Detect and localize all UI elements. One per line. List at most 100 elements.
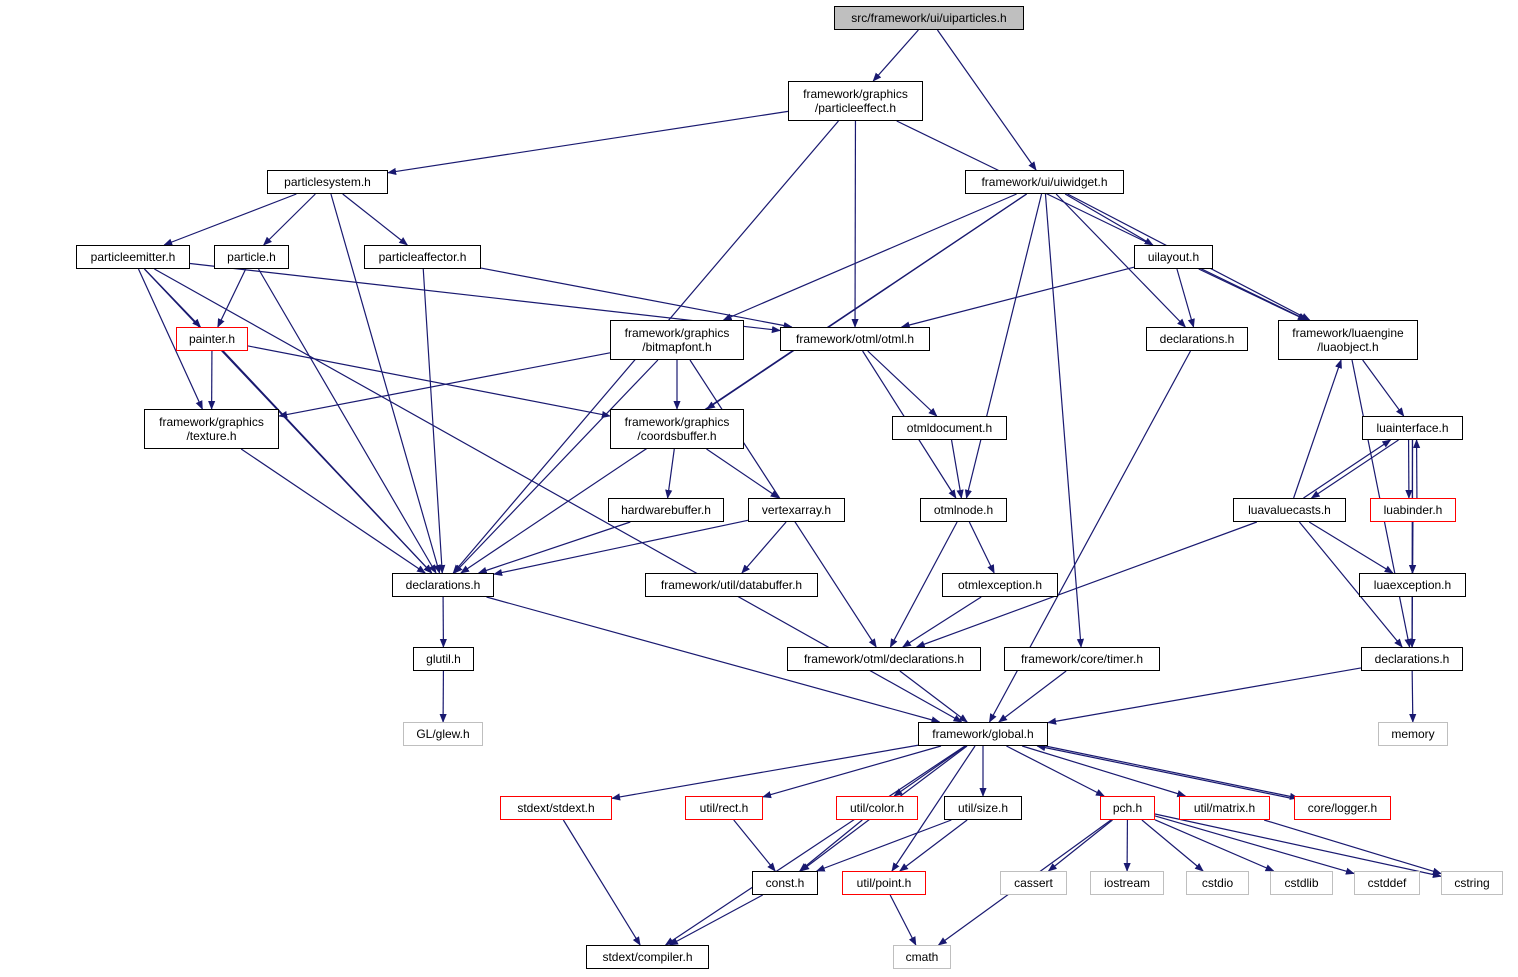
node-otmlnode[interactable]: otmlnode.h [920,498,1007,522]
edge-particle-to-painter [217,268,247,328]
edge-particle-to-declarations-gfx [257,268,437,574]
edge-particlesystem-to-particleemitter [163,193,297,246]
edge-size-to-const [815,819,952,872]
edge-particleaffector-to-otml [480,267,793,330]
node-size[interactable]: util/size.h [944,796,1022,820]
node-declarations-ui[interactable]: declarations.h [1146,327,1248,351]
edge-luainterface-to-luavaluecasts [1310,439,1399,499]
node-uiparticles: src/framework/ui/uiparticles.h [834,6,1024,30]
node-particleeffect[interactable]: framework/graphics /particleeffect.h [788,81,923,121]
node-uilayout[interactable]: uilayout.h [1134,245,1213,269]
node-particlesystem[interactable]: particlesystem.h [267,170,388,194]
edge-global-to-matrix [1021,745,1187,798]
edge-uiwidget-to-otmlnode [964,193,1043,499]
node-cstddef: cstddef [1354,871,1420,895]
edge-uilayout-to-luaobject [1198,268,1307,321]
edge-particleemitter-to-global [154,268,963,723]
node-compiler[interactable]: stdext/compiler.h [586,945,709,969]
edge-painter-to-coordsbuffer [247,345,611,419]
node-matrix[interactable]: util/matrix.h [1179,796,1270,820]
node-otml-declarations[interactable]: framework/otml/declarations.h [787,647,981,671]
node-otmldocument[interactable]: otmldocument.h [892,416,1007,440]
node-otml[interactable]: framework/otml/otml.h [780,327,930,351]
edge-particleeffect-to-luaobject [896,120,1308,321]
node-particleemitter[interactable]: particleemitter.h [76,245,190,269]
node-memory: memory [1378,722,1448,746]
node-pch[interactable]: pch.h [1100,796,1155,820]
node-particleaffector[interactable]: particleaffector.h [364,245,481,269]
edge-luavaluecasts-to-luainterface [1303,439,1392,499]
node-declarations-gfx[interactable]: declarations.h [392,573,494,597]
node-luabinder[interactable]: luabinder.h [1370,498,1456,522]
edge-global-to-compiler [664,745,966,946]
edge-otmlnode-to-otmlexception [968,521,995,574]
node-coordsbuffer[interactable]: framework/graphics /coordsbuffer.h [610,409,744,449]
node-otmlexception[interactable]: otmlexception.h [942,573,1058,597]
node-hardwarebuffer[interactable]: hardwarebuffer.h [608,498,724,522]
node-luainterface[interactable]: luainterface.h [1362,416,1463,440]
edge-luaobject-to-luainterface [1362,359,1405,417]
edge-pch-to-cstddef [1154,815,1355,875]
edge-global-to-stdext [611,744,919,801]
node-stdext[interactable]: stdext/stdext.h [500,796,612,820]
edge-painter-to-declarations-gfx [222,350,433,574]
edge-otmlexception-to-otml-declarations [902,596,982,648]
edge-global-to-point [891,745,976,872]
edge-declarations-gfx-to-global [486,596,941,724]
edge-particleeffect-to-particlesystem [387,110,789,176]
node-point[interactable]: util/point.h [842,871,926,895]
edge-otml-to-otmldocument [867,350,938,417]
edge-timer-to-global [998,670,1067,723]
edge-uiwidget-to-declarations-ui [1055,193,1186,328]
edge-uiwidget-to-bitmapfont [722,193,1017,321]
edge-size-to-point [899,819,968,872]
edge-uiwidget-to-uilayout [1064,193,1154,246]
node-painter[interactable]: painter.h [176,327,248,351]
node-cassert: cassert [1000,871,1067,895]
node-luaexception[interactable]: luaexception.h [1359,573,1466,597]
edge-const-to-compiler [669,894,763,946]
edge-particleaffector-to-declarations-gfx [422,268,446,574]
edge-otml-declarations-to-global [899,670,968,723]
edge-global-to-rect [762,745,942,799]
edge-pch-to-cstring [1154,813,1442,879]
edge-pch-to-cassert [1047,819,1113,872]
edge-declarations-lua-to-memory [1409,670,1417,723]
edge-uiwidget-to-declarations-gfx [460,193,1027,574]
node-luavaluecasts[interactable]: luavaluecasts.h [1233,498,1346,522]
node-rect[interactable]: util/rect.h [685,796,763,820]
edge-luavaluecasts-to-otml-declarations [915,521,1258,648]
edge-matrix-to-cstring [1263,819,1442,875]
node-databuffer[interactable]: framework/util/databuffer.h [645,573,818,597]
edge-vertexarray-to-databuffer [741,521,787,574]
node-bitmapfont[interactable]: framework/graphics /bitmapfont.h [610,320,744,360]
edge-hardwarebuffer-to-declarations-gfx [477,521,631,574]
edge-luavaluecasts-to-luaexception [1308,521,1394,574]
node-particle[interactable]: particle.h [214,245,289,269]
edge-pch-to-cstdio [1141,819,1204,872]
node-luaobject[interactable]: framework/luaengine /luaobject.h [1278,320,1418,360]
node-glutil[interactable]: glutil.h [413,647,474,671]
node-logger[interactable]: core/logger.h [1294,796,1391,820]
edge-global-to-logger [1045,745,1299,800]
edge-uilayout-to-otml [900,266,1135,329]
node-const[interactable]: const.h [752,871,818,895]
node-cstdlib: cstdlib [1270,871,1333,895]
node-texture[interactable]: framework/graphics /texture.h [144,409,279,449]
edge-texture-to-declarations-gfx [240,448,426,574]
node-timer[interactable]: framework/core/timer.h [1004,647,1160,671]
node-declarations-lua[interactable]: declarations.h [1361,647,1463,671]
edge-luavaluecasts-to-luaobject [1293,359,1342,499]
edge-particlesystem-to-particle [263,193,316,246]
edge-coordsbuffer-to-vertexarray [706,448,780,499]
edge-uiwidget-to-timer [1044,193,1085,648]
edge-point-to-cmath [889,894,917,946]
node-uiwidget[interactable]: framework/ui/uiwidget.h [965,170,1124,194]
edge-declarations-lua-to-global [1047,667,1362,725]
node-vertexarray[interactable]: vertexarray.h [748,498,845,522]
edge-uiparticles-to-particleeffect [872,29,919,82]
node-global[interactable]: framework/global.h [918,722,1048,746]
node-color[interactable]: util/color.h [836,796,918,820]
edge-particleemitter-to-texture [137,268,203,410]
